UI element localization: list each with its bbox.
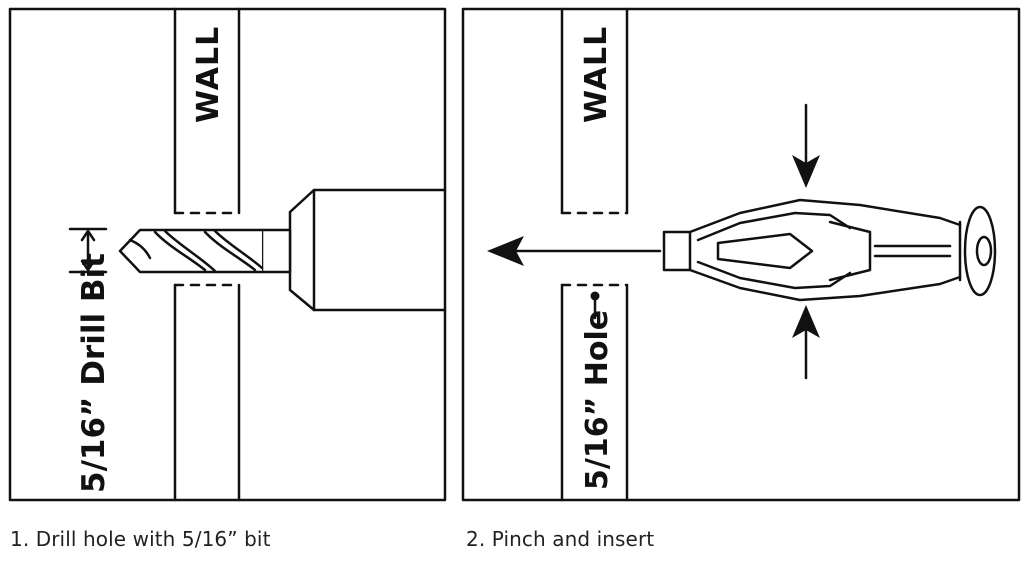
panel-2-frame bbox=[461, 7, 1021, 502]
panel-drill bbox=[8, 7, 447, 502]
wall-anchor bbox=[662, 198, 997, 302]
drill-bit-size-label: 5/16” Drill Bit bbox=[76, 253, 112, 493]
panel-insert bbox=[461, 7, 1021, 502]
hole-size-label: 5/16” Hole bbox=[580, 310, 615, 490]
wall-lower-2 bbox=[560, 283, 629, 502]
drill-body bbox=[260, 188, 447, 312]
pinch-arrow-top-head bbox=[792, 155, 820, 188]
hole-pointer-dot bbox=[590, 291, 600, 301]
wall-label-1: WALL bbox=[191, 26, 226, 123]
insert-arrow-head bbox=[487, 236, 524, 266]
drill-bit bbox=[118, 228, 264, 274]
wall-lower-1 bbox=[173, 283, 241, 502]
wall-upper-2 bbox=[560, 7, 629, 215]
step-1-caption: 1. Drill hole with 5/16” bit bbox=[10, 527, 271, 551]
wall-upper-1 bbox=[173, 7, 241, 215]
step-2-caption: 2. Pinch and insert bbox=[466, 527, 655, 551]
panel-1-frame bbox=[8, 7, 447, 502]
dimension-marker-1 bbox=[68, 227, 108, 274]
wall-label-2: WALL bbox=[579, 26, 614, 123]
pinch-arrow-bottom-head bbox=[792, 305, 820, 338]
